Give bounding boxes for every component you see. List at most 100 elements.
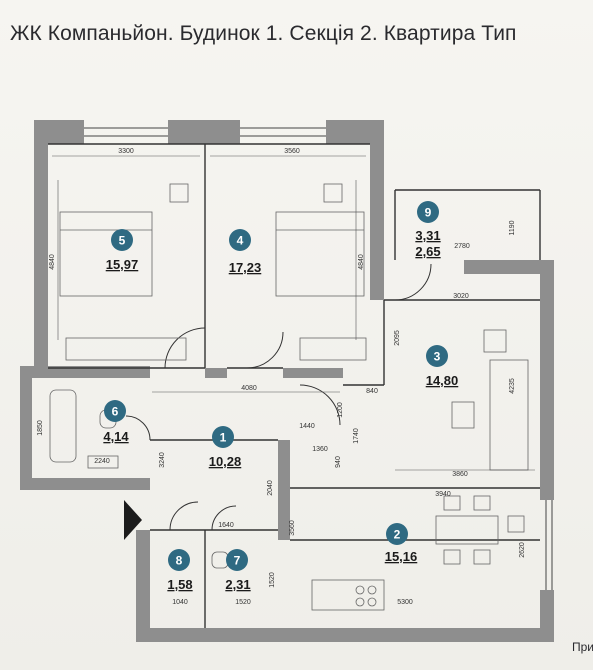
dining-table xyxy=(435,515,499,545)
kitchen-counter xyxy=(311,579,385,611)
dim-1440: 1440 xyxy=(299,423,315,430)
windows xyxy=(84,127,553,590)
wardrobe-bedroom4 xyxy=(299,337,367,361)
wall-stub-2 xyxy=(283,368,343,378)
dim-4840-right: 4840 xyxy=(358,254,365,270)
bathtub xyxy=(49,389,77,463)
wall-right-bedroom xyxy=(370,120,384,300)
room-1-number: 1 xyxy=(220,431,227,445)
chair-dining-1 xyxy=(443,495,461,511)
dim-3860: 3860 xyxy=(452,471,468,478)
entrance-arrow-icon xyxy=(124,500,142,540)
dim-1520-vertical: 1520 xyxy=(269,572,276,588)
dimension-labels: 3300 3560 4840 4840 1190 2780 3020 2095 … xyxy=(37,148,526,606)
chair-living xyxy=(483,329,507,353)
dim-2095: 2095 xyxy=(394,330,401,346)
door-arc-wc7 xyxy=(211,505,237,531)
dim-1040: 1040 xyxy=(172,599,188,606)
room-2-number: 2 xyxy=(394,528,401,542)
dim-1200: 1200 xyxy=(337,402,344,418)
dim-3560: 3560 xyxy=(284,148,300,155)
dim-3300: 3300 xyxy=(118,148,134,155)
room-areas: 15,97 17,23 3,31 2,65 14,80 4,14 10,28 1… xyxy=(103,228,458,592)
room-8-area: 1,58 xyxy=(167,577,192,592)
furniture xyxy=(49,183,529,611)
wall-top-mid xyxy=(168,120,240,144)
bed-bedroom5 xyxy=(59,211,153,297)
dim-3020: 3020 xyxy=(453,293,469,300)
room-badges: 5 4 9 3 6 1 2 xyxy=(104,201,448,571)
stove-burner-3 xyxy=(355,597,365,607)
room-6-badge: 6 xyxy=(104,400,126,422)
door-arc-bedroom5 xyxy=(164,327,206,369)
dim-5300: 5300 xyxy=(397,599,413,606)
wardrobe-bedroom5 xyxy=(65,337,187,361)
room-7-badge: 7 xyxy=(226,549,248,571)
dim-840: 840 xyxy=(366,388,378,395)
wall-bath-top xyxy=(20,366,150,378)
chair-bedroom5 xyxy=(169,183,189,203)
room-4-number: 4 xyxy=(237,234,244,248)
wall-stub-1 xyxy=(205,368,227,378)
dim-940: 940 xyxy=(335,456,342,468)
sink-bath xyxy=(87,455,119,469)
stove-burner-2 xyxy=(367,585,377,595)
bed-bedroom4 xyxy=(275,211,365,297)
room-8-badge: 8 xyxy=(168,549,190,571)
room-3-number: 3 xyxy=(434,350,441,364)
room-4-area: 17,23 xyxy=(229,260,262,275)
room-3-area: 14,80 xyxy=(426,373,459,388)
sofa-living xyxy=(489,359,529,471)
dim-1740: 1740 xyxy=(353,428,360,444)
chair-bedroom4 xyxy=(323,183,343,203)
room-9-area-2: 2,65 xyxy=(415,244,440,259)
room-4-badge: 4 xyxy=(229,229,251,251)
wall-bath-bottom xyxy=(20,478,150,490)
dim-4840-left: 4840 xyxy=(49,254,56,270)
room-6-number: 6 xyxy=(112,405,119,419)
door-arc-balcony xyxy=(394,263,432,301)
dim-1360: 1360 xyxy=(312,446,328,453)
door-arc-wc8 xyxy=(169,501,199,531)
walls xyxy=(20,120,554,642)
dim-3560-kitchen: 3560 xyxy=(289,520,296,536)
room-2-area: 15,16 xyxy=(385,549,418,564)
door-arc-bedroom4 xyxy=(246,331,284,369)
dim-1850: 1850 xyxy=(37,420,44,436)
chair-dining-3 xyxy=(443,549,461,565)
room-7-area: 2,31 xyxy=(225,577,250,592)
room-9-number: 9 xyxy=(425,206,432,220)
plan-title: ЖК Компаньйон. Будинок 1. Секція 2. Квар… xyxy=(10,22,517,45)
wall-left-upper xyxy=(34,120,48,370)
dim-1640: 1640 xyxy=(218,522,234,529)
dimension-lines xyxy=(52,155,535,471)
room-3-badge: 3 xyxy=(426,345,448,367)
dim-3940: 3940 xyxy=(435,491,451,498)
room-7-number: 7 xyxy=(234,554,241,568)
chair-dining-4 xyxy=(473,549,491,565)
room-8-number: 8 xyxy=(176,554,183,568)
stove-burner-1 xyxy=(355,585,365,595)
wall-bottom xyxy=(136,628,554,642)
door-arc-bath xyxy=(125,415,151,441)
dim-4080: 4080 xyxy=(241,385,257,392)
room-2-badge: 2 xyxy=(386,523,408,545)
dim-2780: 2780 xyxy=(454,243,470,250)
dim-2620: 2620 xyxy=(519,542,526,558)
wall-right-lower xyxy=(540,590,554,642)
doors xyxy=(125,263,432,531)
room-5-number: 5 xyxy=(119,234,126,248)
dim-2240: 2240 xyxy=(94,458,110,465)
wall-bath-left xyxy=(20,366,32,486)
dim-2040: 2040 xyxy=(267,480,274,496)
chair-dining-5 xyxy=(507,515,525,533)
wall-kitchen-left xyxy=(278,440,290,540)
toilet-wc7 xyxy=(211,551,229,569)
table-living xyxy=(451,401,475,429)
room-9-area: 3,31 xyxy=(415,228,440,243)
wall-left-lower xyxy=(136,530,150,642)
room-1-badge: 1 xyxy=(212,426,234,448)
dim-1520: 1520 xyxy=(235,599,251,606)
